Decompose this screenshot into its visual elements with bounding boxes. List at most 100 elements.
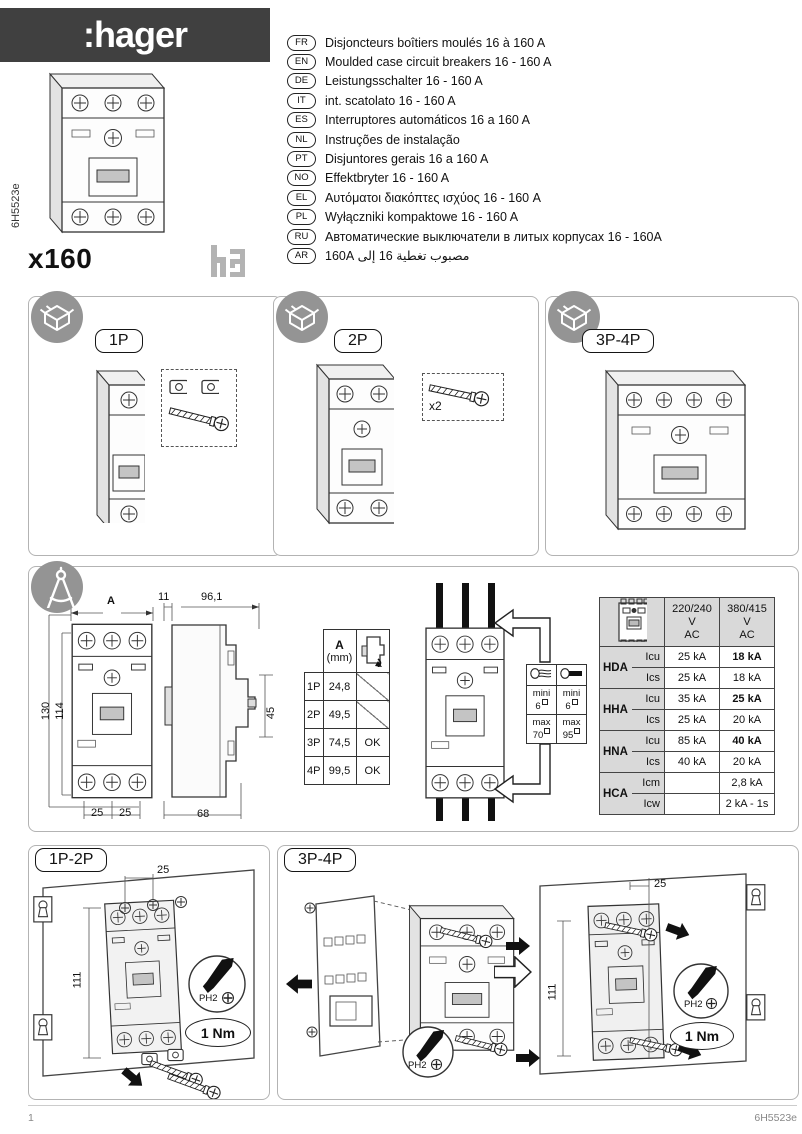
driver-size-label: PH2	[199, 993, 218, 1004]
pole-cell: 1P	[304, 672, 324, 701]
driver-size-label-mid: PH2	[408, 1060, 427, 1071]
pole-cell: 4P	[304, 756, 324, 785]
dim-114: 114	[53, 702, 66, 720]
product-illustration	[49, 73, 165, 233]
lang-code-badge: DE	[287, 73, 316, 90]
a-value-cell: 99,5	[322, 756, 357, 785]
torque-label: 1 Nm	[185, 1018, 251, 1047]
mounting-drawing-1p2p	[33, 869, 255, 1099]
dim-111-label-right: 111	[546, 983, 559, 1001]
breaker-1p-drawing	[96, 370, 145, 523]
pole-cell: 2P	[304, 700, 324, 729]
mounting-label-3p4p: 3P-4P	[284, 848, 357, 872]
compass-icon	[31, 561, 83, 613]
screw-icon	[167, 403, 231, 433]
page-number: 1	[28, 1112, 34, 1124]
dim-45: 45	[265, 706, 278, 720]
mounting-panel-3p4p: 3P-4P	[277, 845, 799, 1100]
a-value-cell: 49,5	[322, 700, 357, 729]
din-rail-clip-icon	[355, 629, 390, 673]
accessory-box-2p	[422, 373, 504, 421]
din-cell: OK	[355, 756, 390, 785]
lang-code-badge: EL	[287, 189, 316, 206]
lang-code-badge: IT	[287, 92, 316, 109]
screw-count-label: x2	[429, 399, 442, 413]
mounting-label-1p2p: 1P-2P	[35, 848, 108, 872]
lang-code-badge: AR	[287, 247, 316, 264]
dim-25-left: 25	[91, 807, 104, 819]
packaging-panel-2p: 2P x2	[273, 291, 539, 556]
group-hna: HNA	[599, 730, 632, 773]
lang-code-badge: FR	[287, 34, 316, 51]
lang-code-badge: EN	[287, 54, 316, 71]
doc-ref: 6H5523e	[754, 1112, 797, 1124]
footer: 1 6H5523e	[28, 1112, 797, 1124]
product-code: x160	[28, 243, 93, 274]
din-cell	[355, 672, 390, 701]
lang-code-badge: PL	[287, 209, 316, 226]
breaker-front-icon	[599, 597, 665, 647]
lang-code-badge: PT	[287, 151, 316, 168]
rigid-cable-icon	[556, 664, 587, 686]
din-cell: OK	[355, 728, 390, 757]
dim-11: 11	[158, 591, 170, 603]
lang-code-badge: NO	[287, 170, 316, 187]
brand-logo-text: :hager	[82, 14, 188, 55]
a-value-cell: 24,8	[322, 672, 357, 701]
terminal-clip-icon	[169, 379, 187, 394]
dim-25-right: 25	[119, 807, 132, 819]
dim-111-label: 111	[71, 971, 84, 989]
breaker-2p-drawing	[316, 364, 394, 524]
package-icon	[276, 291, 328, 343]
pole-label-1p: 1P	[95, 329, 143, 353]
dim-a-label: A	[107, 595, 115, 607]
group-hda: HDA	[599, 646, 632, 689]
group-hha: HHA	[599, 688, 632, 731]
width-table-header: A(mm)	[322, 629, 357, 673]
dim-25-label: 25	[157, 864, 170, 876]
packaging-panel-3p4p: 3P-4P	[545, 291, 799, 556]
mounting-drawing-3p4p	[286, 873, 766, 1078]
terminal-clip-icon	[201, 379, 219, 394]
a-value-cell: 74,5	[322, 728, 357, 757]
brand-logo: :hager	[0, 8, 270, 62]
pole-label-3p4p: 3P-4P	[582, 329, 655, 353]
doc-ref-vertical: 6H5523e	[10, 183, 22, 228]
dim-96-1: 96,1	[201, 591, 223, 603]
package-icon	[31, 291, 83, 343]
group-hca: HCA	[599, 772, 632, 815]
footer-divider	[28, 1105, 797, 1106]
packaging-panel-1p: 1P	[28, 291, 282, 556]
dim-25-label-right: 25	[654, 878, 667, 890]
lang-code-badge: RU	[287, 228, 316, 245]
dim-130: 130	[40, 701, 53, 721]
dimension-drawings	[48, 583, 551, 821]
din-cell	[355, 700, 390, 729]
pole-label-2p: 2P	[334, 329, 382, 353]
flexible-cable-icon	[526, 664, 557, 686]
torque-label-right: 1 Nm	[670, 1022, 734, 1050]
